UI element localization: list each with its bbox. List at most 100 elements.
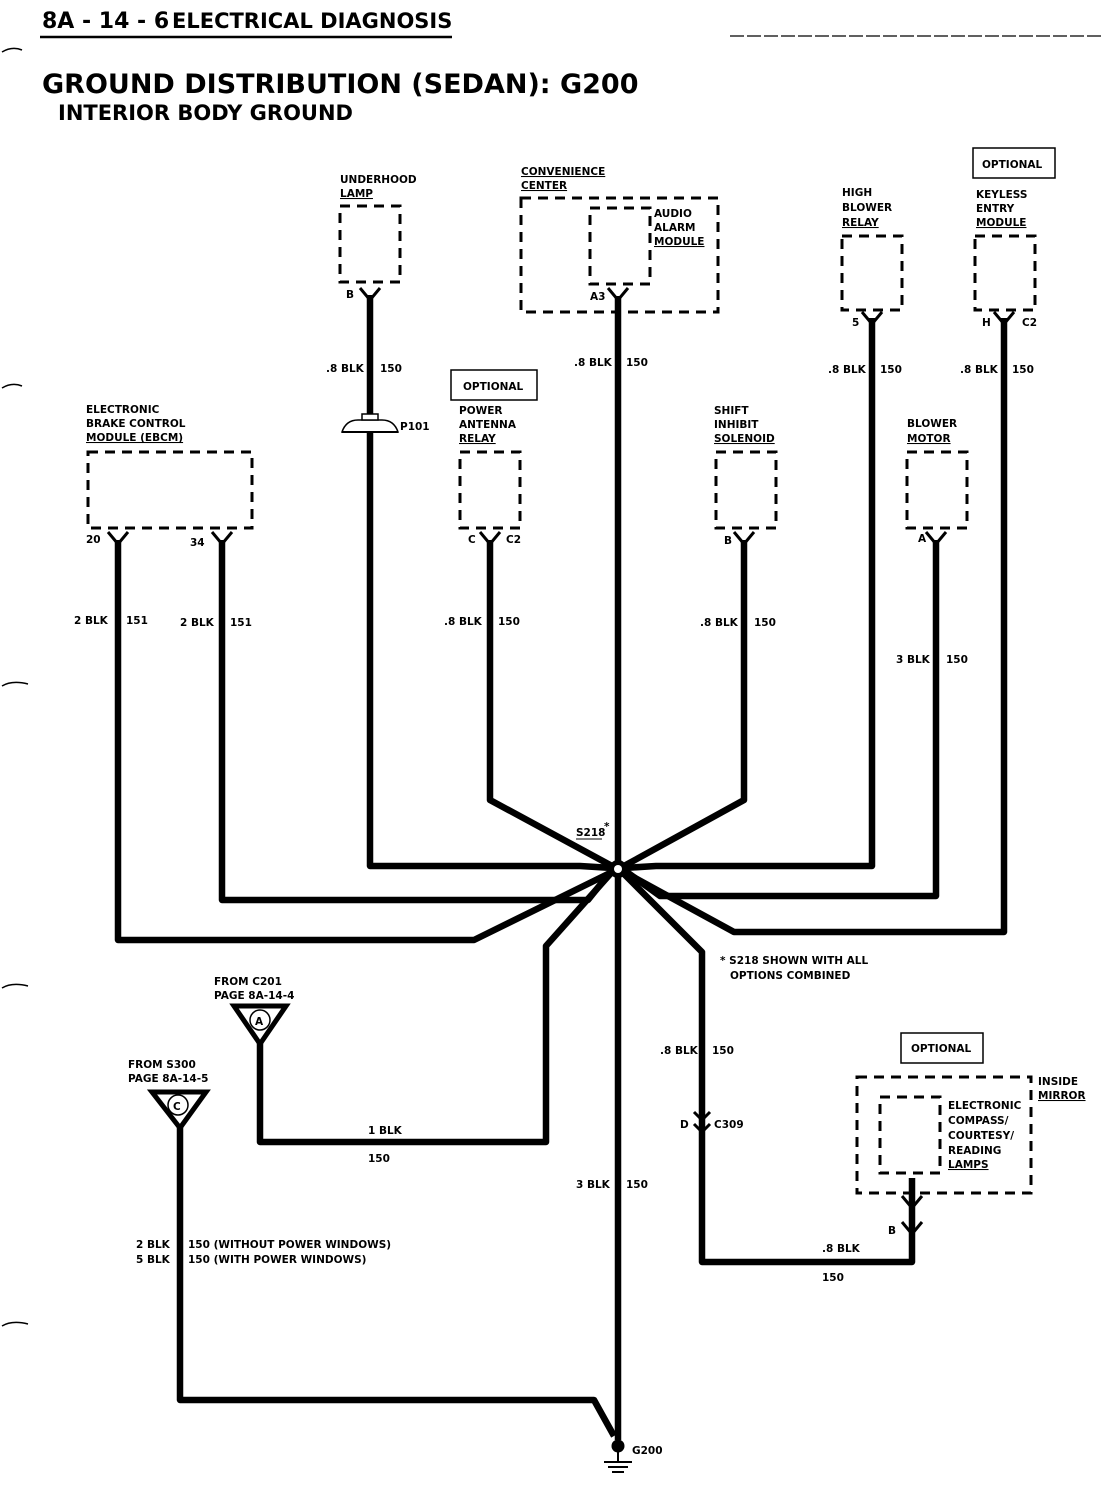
underhood-lamp-box (338, 204, 402, 284)
component-boxes (86, 196, 1037, 1195)
compass-lamps-box (878, 1095, 942, 1175)
g200-label: G200 (632, 1445, 663, 1457)
margin-marks (1, 47, 29, 1327)
footnote: * S218 SHOWN WITH ALL OPTIONS COMBINED (720, 955, 868, 982)
wire-g200-size: 3 BLK (576, 1179, 611, 1191)
antenna-pin-c2: C2 (506, 534, 521, 546)
terminal-blower-a (924, 531, 948, 547)
wire-c201-size: 1 BLK (368, 1125, 403, 1137)
shift-label-1: SHIFT (714, 405, 749, 417)
wire-ebcm20-circuit: 151 (126, 615, 148, 627)
ebcm-label-3: MODULE (EBCM) (86, 432, 183, 444)
ebcm-label-2: BRAKE CONTROL (86, 418, 186, 430)
wire-high-blower (623, 318, 876, 872)
wire-high-blower-size: .8 BLK (828, 364, 867, 376)
from-c201-label: FROM C201 (214, 976, 282, 988)
blower-motor-box (905, 450, 969, 530)
terminal-mirror-b-lower (900, 1221, 924, 1237)
wire-c309-size: .8 BLK (660, 1045, 699, 1057)
audio-alarm-module-box (588, 206, 652, 286)
high-blower-label-1: HIGH (842, 187, 872, 199)
splice-star: * (604, 821, 610, 833)
terminal-ebcm-20 (106, 531, 130, 547)
terminal-antenna-c (478, 531, 502, 547)
wire-c201-circuit: 150 (368, 1153, 390, 1165)
section-title: ELECTRICAL DIAGNOSIS (172, 9, 452, 33)
antenna-optional: OPTIONAL (463, 381, 524, 393)
p101-label: P101 (400, 421, 430, 433)
wires (114, 295, 1008, 1440)
wire-keyless-circuit: 150 (1012, 364, 1034, 376)
compass-label-3: COURTESY/ (948, 1130, 1014, 1142)
compass-label-4: READING (948, 1145, 1001, 1157)
wire-antenna-size: .8 BLK (444, 616, 483, 628)
splice-label: S218 (576, 827, 605, 839)
antenna-label-1: POWER (459, 405, 502, 417)
underhood-label-1: UNDERHOOD (340, 174, 417, 186)
wire-mirror-circuit: 150 (822, 1272, 844, 1284)
ebcm-label-1: ELECTRONIC (86, 404, 160, 416)
audio-label-1: AUDIO (654, 208, 692, 220)
keyless-label-2: ENTRY (976, 203, 1015, 215)
underhood-label-2: LAMP (340, 188, 373, 200)
mirror-label-1: INSIDE (1038, 1076, 1078, 1088)
terminal-mirror-b-upper (900, 1195, 924, 1211)
wire-blower-motor-size: 3 BLK (896, 654, 931, 666)
underhood-pin: B (346, 289, 354, 301)
convenience-center-box (519, 196, 720, 314)
wire-labels: .8 BLK 150 .8 BLK 150 .8 BLK 150 .8 BLK … (74, 357, 1034, 1284)
wire-ebcm34-size: 2 BLK (180, 617, 215, 629)
wire-keyless-entry (622, 318, 1008, 936)
mirror-optional: OPTIONAL (911, 1043, 972, 1055)
keyless-pin-h: H (982, 317, 991, 329)
blower-motor-pin: A (918, 533, 927, 545)
page-header: 8A - 14 - 6 ELECTRICAL DIAGNOSIS GROUND … (40, 9, 1104, 125)
ebcm-pin-20: 20 (86, 534, 101, 546)
convenience-pin: A3 (590, 291, 605, 303)
compass-label-1: ELECTRONIC (948, 1100, 1022, 1112)
keyless-optional: OPTIONAL (982, 159, 1043, 171)
keyless-label-1: KEYLESS (976, 189, 1027, 201)
terminal-high-blower-5 (860, 311, 884, 327)
wire-underhood-lamp (366, 295, 613, 872)
wire-s300-circuit-1: 150 (WITHOUT POWER WINDOWS) (188, 1239, 391, 1251)
wire-underhood-size: .8 BLK (326, 363, 365, 375)
keyless-pin-c2: C2 (1022, 317, 1037, 329)
high-blower-pin: 5 (852, 317, 859, 329)
footnote-line-1: * S218 SHOWN WITH ALL (720, 955, 868, 967)
ebcm-box (86, 450, 254, 530)
wire-shift-size: .8 BLK (700, 617, 739, 629)
wire-ebcm-34 (218, 540, 615, 904)
ebcm-pin-34: 34 (190, 537, 205, 549)
component-labels: UNDERHOOD LAMP B CONVENIENCE CENTER AUDI… (86, 166, 1086, 1237)
terminal-convenience-a3 (606, 287, 630, 303)
antenna-pin-c: C (468, 534, 476, 546)
wire-from-c201 (256, 869, 615, 1146)
c309-label: C309 (714, 1119, 744, 1131)
c309-connector: D C309 (680, 1110, 744, 1135)
terminal-keyless-h (992, 311, 1016, 327)
from-s300-page: PAGE 8A-14-5 (128, 1073, 208, 1085)
convenience-label-1: CONVENIENCE (521, 166, 605, 178)
wire-ebcm-20 (114, 540, 614, 944)
compass-label-5: LAMPS (948, 1159, 989, 1171)
diagram-title: GROUND DISTRIBUTION (SEDAN): G200 (42, 69, 639, 100)
blower-motor-label-1: BLOWER (907, 418, 957, 430)
wire-s300-circuit-2: 150 (WITH POWER WINDOWS) (188, 1254, 366, 1266)
terminal-ebcm-34 (210, 531, 234, 547)
wire-ebcm20-size: 2 BLK (74, 615, 109, 627)
ref-c-letter: C (173, 1101, 181, 1113)
compass-label-2: COMPASS/ (948, 1115, 1009, 1127)
ref-from-c201: A FROM C201 PAGE 8A-14-4 (214, 976, 294, 1049)
high-blower-label-2: BLOWER (842, 202, 892, 214)
wire-shift-circuit: 150 (754, 617, 776, 629)
wire-c309-circuit: 150 (712, 1045, 734, 1057)
wire-convenience-circuit: 150 (626, 357, 648, 369)
keyless-entry-box (973, 234, 1037, 312)
wire-mirror-size: .8 BLK (822, 1243, 861, 1255)
convenience-label-2: CENTER (521, 180, 567, 192)
wire-high-blower-circuit: 150 (880, 364, 902, 376)
antenna-label-2: ANTENNA (459, 419, 517, 431)
wire-ebcm34-circuit: 151 (230, 617, 252, 629)
